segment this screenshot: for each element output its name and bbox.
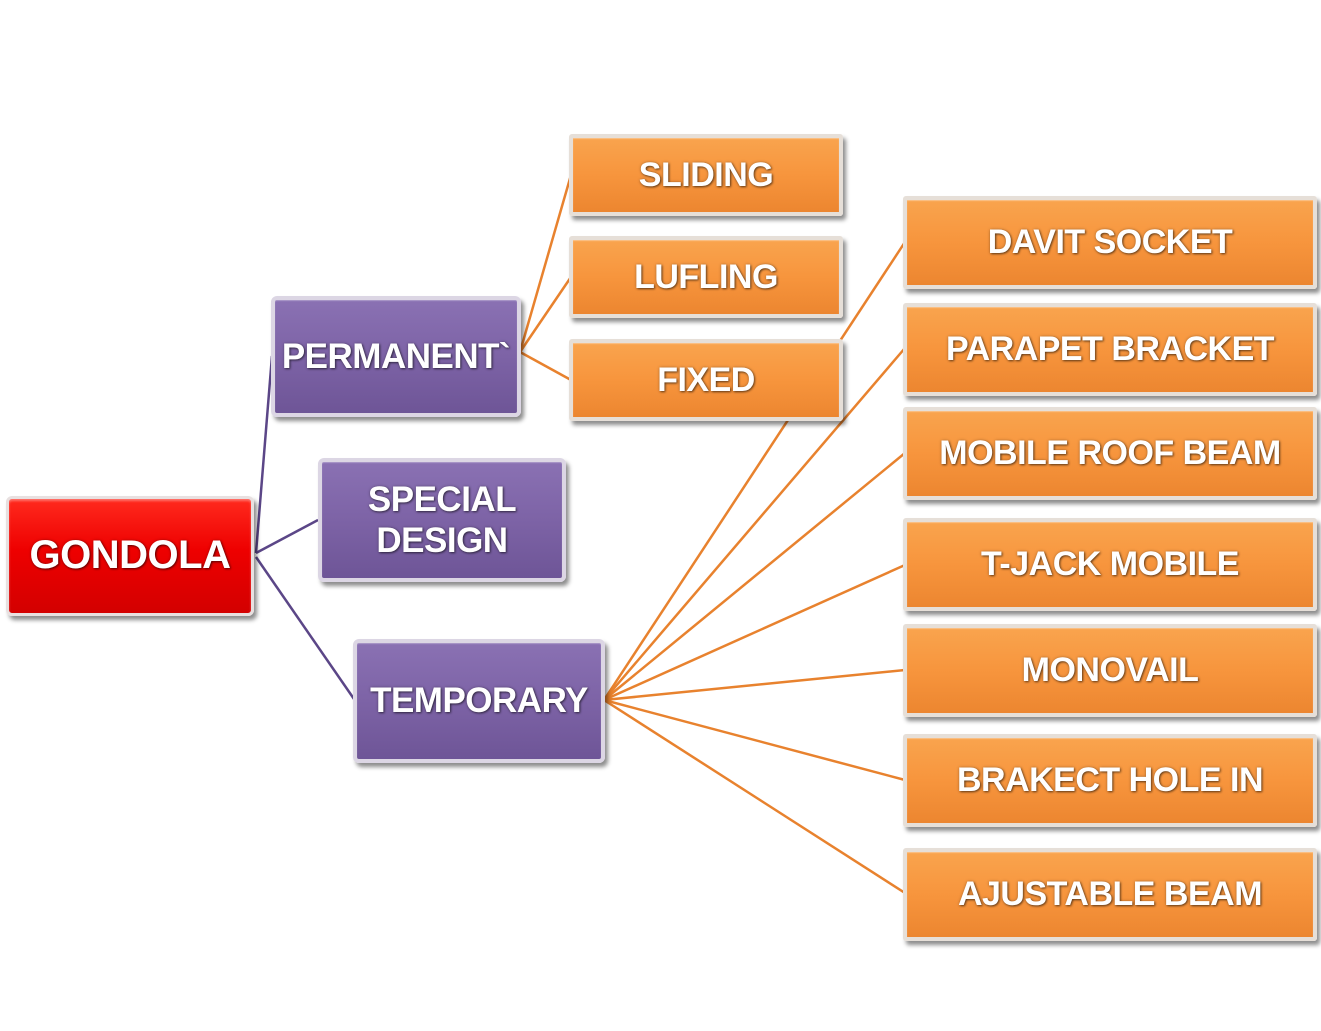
- root-node-label: GONDOLA: [29, 533, 231, 578]
- leaf-node-parapet-bracket: PARAPET BRACKET: [903, 303, 1317, 396]
- connector-permanent-fixed: [519, 350, 572, 382]
- connector-permanent-sliding: [518, 174, 573, 353]
- category-node-label: PERMANENT`: [281, 336, 511, 376]
- leaf-node-fixed: FIXED: [569, 339, 843, 421]
- category-node-temporary: TEMPORARY: [353, 639, 605, 763]
- leaf-node-t-jack-mobile: T-JACK MOBILE: [903, 518, 1317, 611]
- category-node-label: TEMPORARY: [370, 681, 588, 721]
- connector-temporary-parapet-bracket: [603, 347, 906, 701]
- category-node-special-design: SPECIAL DESIGN: [318, 458, 566, 582]
- category-node-permanent: PERMANENT`: [271, 296, 521, 417]
- category-node-label-line-2: DESIGN: [376, 521, 508, 560]
- leaf-node-label: MONOVAIL: [1021, 651, 1199, 690]
- connector-temporary-davit-socket: [602, 241, 907, 701]
- leaf-node-label: T-JACK MOBILE: [981, 545, 1239, 584]
- connector-temporary-monovail: [603, 668, 906, 702]
- connector-temporary-mobile-roof-beam: [603, 452, 906, 701]
- leaf-node-lufling: LUFLING: [569, 236, 843, 318]
- leaf-node-brakect-hole-in: BRAKECT HOLE IN: [903, 734, 1317, 827]
- leaf-node-label: MOBILE ROOF BEAM: [939, 434, 1281, 473]
- leaf-node-label: SLIDING: [638, 155, 774, 194]
- leaf-node-label: PARAPET BRACKET: [945, 330, 1275, 369]
- connector-temporary-brakect-hole-in: [603, 698, 906, 782]
- leaf-node-label: BRAKECT HOLE IN: [956, 761, 1264, 800]
- connector-permanent-lufling: [518, 276, 573, 353]
- root-node-gondola: GONDOLA: [6, 496, 254, 616]
- connector-gondola-permanent: [254, 355, 274, 554]
- connector-gondola-special-design: [255, 518, 319, 555]
- category-node-label-line-1: SPECIAL: [367, 479, 517, 519]
- connector-gondola-temporary: [254, 556, 356, 700]
- leaf-node-label: FIXED: [657, 360, 755, 399]
- leaf-node-sliding: SLIDING: [569, 134, 843, 216]
- connector-temporary-t-jack-mobile: [603, 563, 906, 702]
- connector-temporary-ajustable-beam: [603, 698, 906, 895]
- leaf-node-mobile-roof-beam: MOBILE ROOF BEAM: [903, 407, 1317, 500]
- leaf-node-label: LUFLING: [634, 257, 778, 296]
- leaf-node-monovail: MONOVAIL: [903, 624, 1317, 717]
- leaf-node-label: AJUSTABLE BEAM: [957, 875, 1263, 914]
- leaf-node-label: DAVIT SOCKET: [987, 223, 1233, 262]
- leaf-node-ajustable-beam: AJUSTABLE BEAM: [903, 848, 1317, 941]
- leaf-node-davit-socket: DAVIT SOCKET: [903, 196, 1317, 289]
